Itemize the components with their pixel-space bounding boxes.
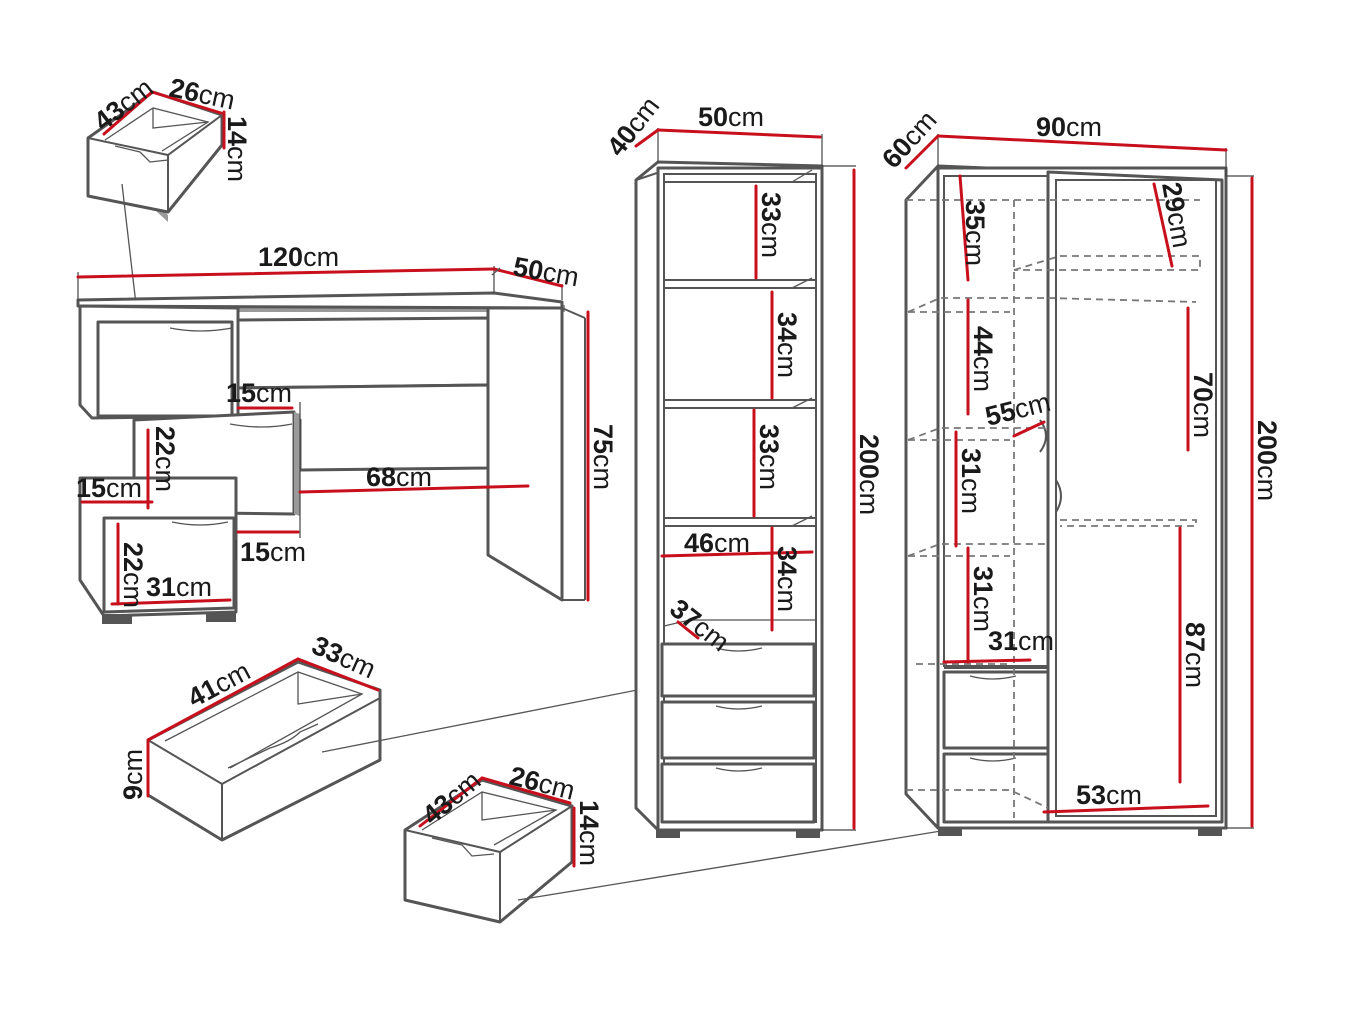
wardrobe-left-width-label: 31cm bbox=[988, 626, 1054, 656]
wardrobe-width-label: 90cm bbox=[1036, 112, 1102, 142]
bookcase-shelf-4-label: 34cm bbox=[772, 546, 802, 612]
large-drawer-drawing bbox=[146, 657, 689, 842]
desk-step-top-label: 15cm bbox=[226, 378, 292, 408]
bookcase-drawer-height-label: 14cm bbox=[574, 800, 604, 866]
desk-bottom-drawer-height-label: 22cm bbox=[118, 542, 148, 608]
top-drawer-drawing bbox=[86, 90, 226, 357]
desk-middle-drawer-height-label: 22cm bbox=[150, 426, 180, 492]
wardrobe-hang-2-label: 87cm bbox=[1180, 622, 1210, 688]
wardrobe-height-label: 200cm bbox=[1252, 420, 1282, 501]
desk-step-left-label: 15cm bbox=[76, 473, 142, 503]
large-drawer-height-label: 9cm bbox=[118, 749, 148, 800]
bookcase-shelf-3-label: 33cm bbox=[754, 424, 784, 490]
desk-width-label: 120cm bbox=[258, 242, 339, 272]
wardrobe-left-4-label: 31cm bbox=[968, 566, 998, 632]
wardrobe-left-2-label: 44cm bbox=[968, 326, 998, 392]
desk-drawing bbox=[76, 266, 590, 624]
wardrobe-right-width-label: 53cm bbox=[1076, 780, 1142, 810]
bookcase-width-label: 50cm bbox=[698, 102, 764, 132]
desk-height-label: 75cm bbox=[588, 424, 618, 490]
top-drawer-width-label: 26cm bbox=[167, 73, 238, 116]
wardrobe-door-depth-label: 55cm bbox=[982, 387, 1053, 432]
bookcase-inner-width-label: 46cm bbox=[684, 528, 750, 558]
bookcase-depth-label: 40cm bbox=[601, 91, 665, 162]
wardrobe-left-1-label: 35cm bbox=[960, 200, 990, 266]
desk-step-bottom-label: 15cm bbox=[240, 537, 306, 567]
top-drawer-height-label: 14cm bbox=[222, 116, 252, 182]
bookcase-drawing bbox=[634, 128, 856, 838]
bookcase-drawer-drawing bbox=[403, 776, 991, 924]
wardrobe-hang-1-label: 70cm bbox=[1188, 372, 1218, 438]
wardrobe-right-top-label: 29cm bbox=[1156, 180, 1197, 250]
desk-bottom-drawer-width-label: 31cm bbox=[146, 572, 212, 602]
wardrobe-drawing bbox=[904, 134, 1254, 836]
desk-depth-label: 50cm bbox=[511, 251, 581, 292]
desk-leg-gap-label: 68cm bbox=[366, 462, 432, 492]
bookcase-height-label: 200cm bbox=[854, 434, 884, 515]
wardrobe-left-3-label: 31cm bbox=[956, 448, 986, 514]
bookcase-shelf-2-label: 34cm bbox=[772, 312, 802, 378]
bookcase-shelf-1-label: 33cm bbox=[756, 192, 786, 258]
